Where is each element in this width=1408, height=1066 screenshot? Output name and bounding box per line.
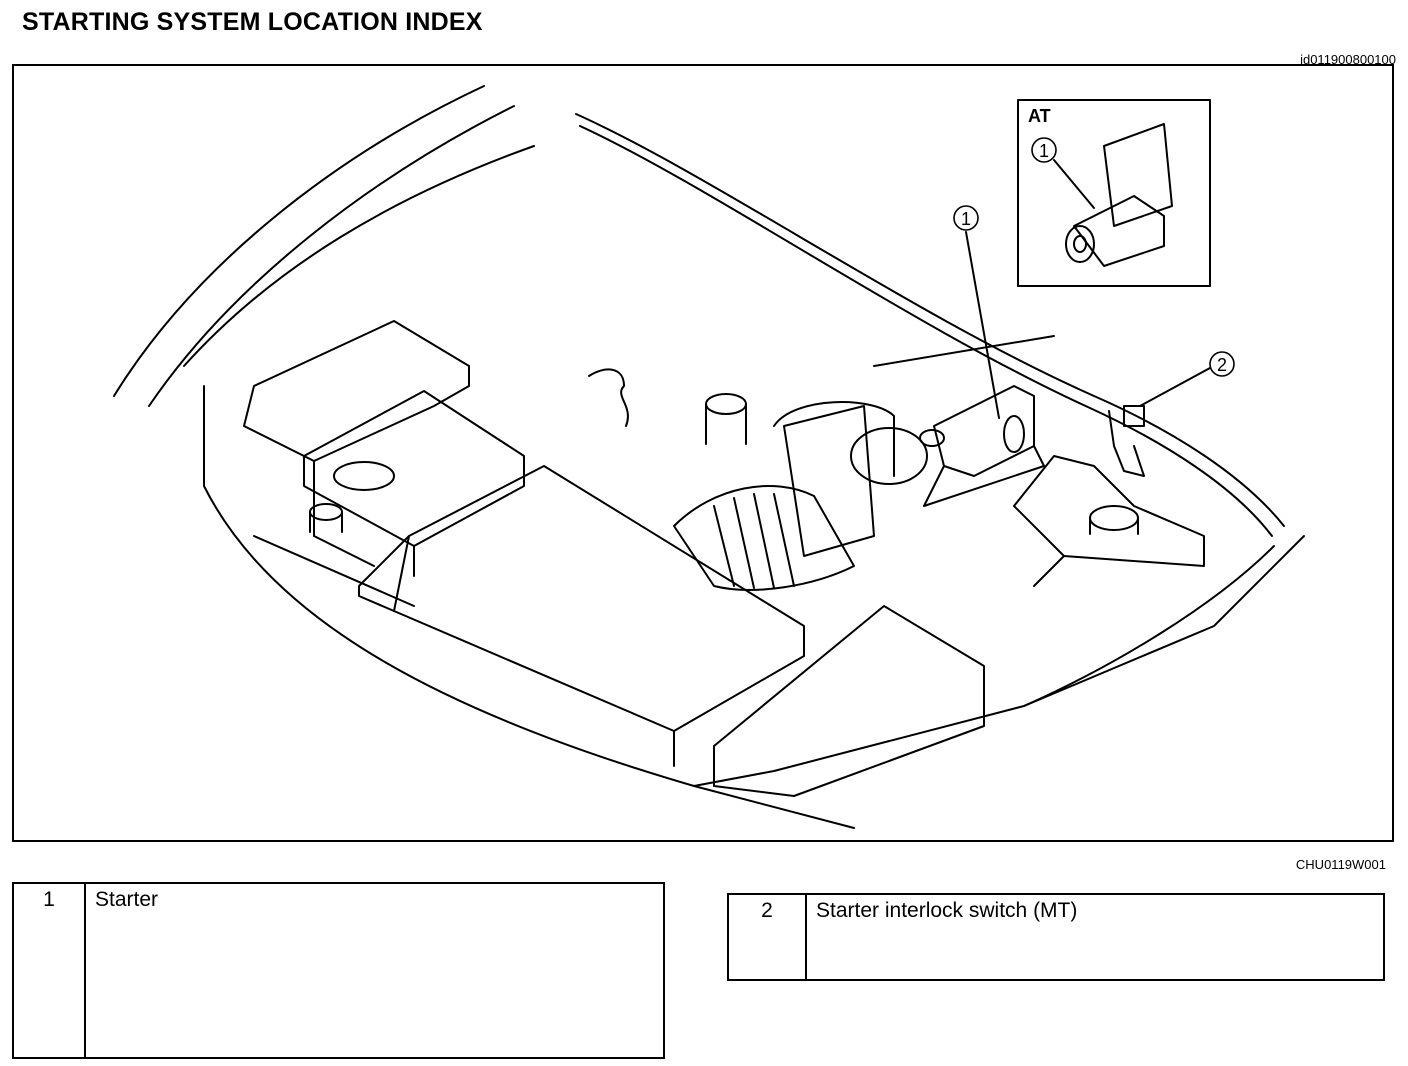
at-inset: AT 1 — [1017, 99, 1211, 287]
callout-2-label: 2 — [1217, 355, 1227, 375]
legend-number: 1 — [14, 884, 86, 1057]
distributor — [588, 368, 629, 427]
throttle-body — [783, 405, 875, 557]
engine-cover-left — [243, 320, 470, 462]
legend-number: 2 — [729, 895, 807, 979]
figure-id: CHU0119W001 — [1295, 857, 1386, 872]
intake-duct — [673, 485, 855, 591]
callout-1-label: 1 — [961, 209, 971, 229]
hood-edge — [183, 145, 535, 367]
callout-2-leader — [1139, 367, 1211, 407]
starter-drawing — [919, 385, 1045, 507]
cowl-tube-inner — [579, 125, 1273, 537]
legend-description: Starter — [95, 888, 159, 911]
interlock-switch-drawing — [1108, 405, 1145, 477]
cowl-tube — [575, 113, 1285, 527]
callout-1-leader — [965, 231, 1000, 419]
document-id: id011900800100 — [1300, 52, 1396, 67]
fuse-box — [713, 605, 985, 797]
inset-callout-1-label: 1 — [1039, 141, 1049, 161]
body-outline — [203, 385, 855, 829]
engine-bay-drawing: 1 2 AT 1 — [113, 85, 1305, 829]
hood-outline — [113, 85, 485, 397]
page-title: STARTING SYSTEM LOCATION INDEX — [22, 8, 483, 36]
legend-description: Starter interlock switch (MT) — [816, 899, 1078, 922]
air-cleaner-box — [393, 465, 805, 732]
legend-row-1: 1 Starter — [12, 882, 665, 1059]
right-cover — [1013, 455, 1205, 567]
engine-bay-illustration: 1 2 AT 1 — [12, 64, 1394, 842]
right-fender — [1023, 545, 1275, 707]
legend-row-2: 2 Starter interlock switch (MT) — [727, 893, 1385, 981]
hood-outline-inner — [148, 105, 515, 407]
oil-cap — [705, 393, 747, 415]
body-front — [693, 535, 1305, 787]
reservoir-cap — [850, 427, 928, 485]
inset-label: AT — [1028, 106, 1051, 126]
battery-box — [303, 390, 525, 547]
washer-cap — [1089, 505, 1139, 531]
